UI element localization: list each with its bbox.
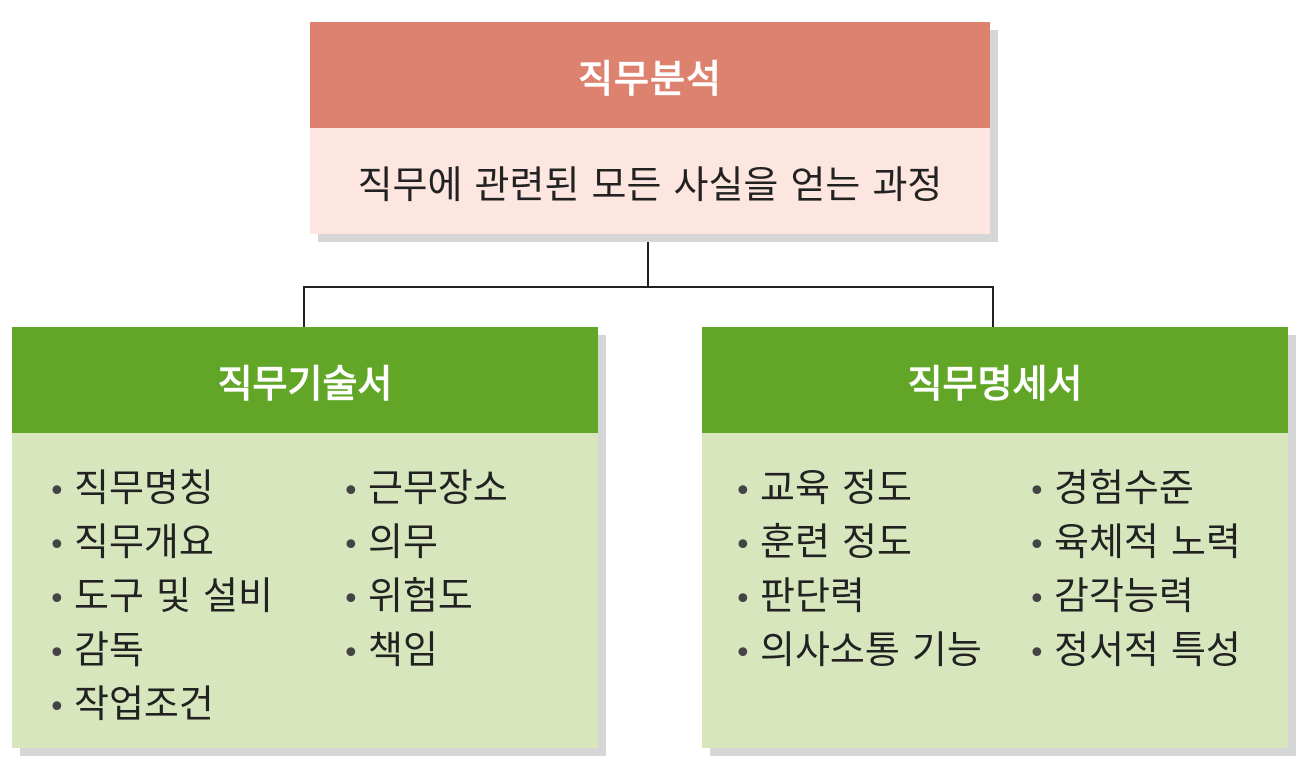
list-item: •감독 [48,628,144,672]
job-analysis-title: 직무분석 [310,22,990,128]
list-item: •경험수준 [1028,466,1194,510]
list-item: •감각능력 [1028,574,1194,618]
list-item: •직무개요 [48,520,214,564]
job-description-body: •직무명칭 •직무개요 •도구 및 설비 •감독 •작업조건 •근무장소 •의무… [12,433,598,748]
list-item: •육체적 노력 [1028,520,1241,564]
list-item: •훈련 정도 [734,520,912,564]
job-specification-list-2: •경험수준 •육체적 노력 •감각능력 •정서적 특성 [1028,461,1241,677]
connector-horizontal [303,286,994,288]
job-specification-title: 직무명세서 [702,327,1288,433]
list-item: •작업조건 [48,682,214,726]
list-item: •판단력 [734,574,865,618]
list-item: •위험도 [342,574,473,618]
list-item: •의사소통 기능 [734,628,982,672]
list-item: •책임 [342,628,438,672]
job-analysis-description: 직무에 관련된 모든 사실을 얻는 과정 [310,128,990,234]
job-description-list-1: •직무명칭 •직무개요 •도구 및 설비 •감독 •작업조건 [48,461,273,731]
list-item: •정서적 특성 [1028,628,1241,672]
list-item: •의무 [342,520,438,564]
job-specification-list-1: •교육 정도 •훈련 정도 •판단력 •의사소통 기능 [734,461,982,677]
list-item: •도구 및 설비 [48,574,273,618]
connector-vertical-right [992,286,994,327]
list-item: •교육 정도 [734,466,912,510]
connector-vertical-left [303,286,305,327]
job-description-list-2: •근무장소 •의무 •위험도 •책임 [342,461,508,677]
connector-vertical-top [647,234,649,288]
list-item: •근무장소 [342,466,508,510]
list-item: •직무명칭 [48,466,214,510]
job-description-title: 직무기술서 [12,327,598,433]
job-specification-body: •교육 정도 •훈련 정도 •판단력 •의사소통 기능 •경험수준 •육체적 노… [702,433,1288,748]
